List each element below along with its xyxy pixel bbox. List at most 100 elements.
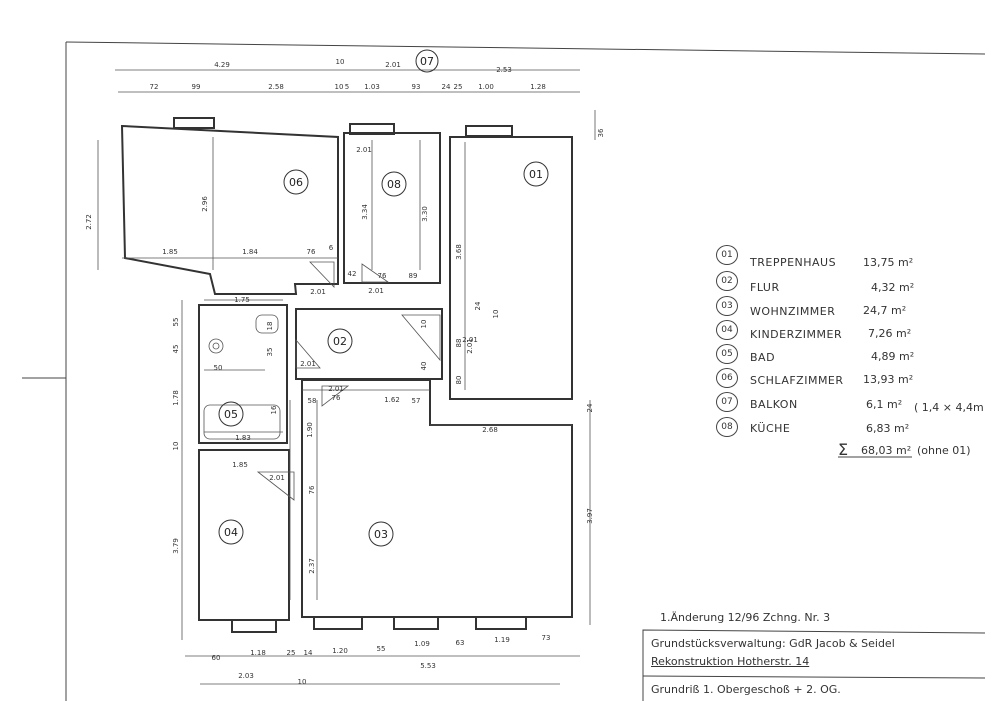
legend-area: 13,93 m² xyxy=(863,373,914,386)
dim-label: 1.18 xyxy=(250,649,266,657)
dim-label: 2.01 xyxy=(269,474,285,482)
legend-name: FLUR xyxy=(750,281,780,294)
dim-label: 5.53 xyxy=(420,662,436,670)
room-number-08: 08 xyxy=(387,178,401,191)
legend-area: 6,83 m² xyxy=(866,422,910,435)
dim-label: 2.01 xyxy=(328,385,344,393)
legend-number: 04 xyxy=(716,320,738,340)
dim-label: 2.01 xyxy=(462,336,478,344)
total-area: 68,03 m² xyxy=(861,444,912,457)
dim-label: 55 xyxy=(377,645,386,653)
dim-label: 18 xyxy=(266,322,274,331)
dim-label: 76 xyxy=(378,272,387,280)
dim-label: 76 xyxy=(307,248,316,256)
dim-label: 50 xyxy=(214,364,223,372)
dim-label: 76 xyxy=(332,394,341,402)
dim-label: 76 xyxy=(308,485,316,494)
dim-label: 1.85 xyxy=(162,248,178,256)
dim-label: 2.01 xyxy=(385,61,401,69)
dim-label: 2.96 xyxy=(201,196,209,212)
legend-name: BAD xyxy=(750,351,776,364)
room-number-07: 07 xyxy=(420,55,434,68)
title-block-frame xyxy=(642,456,986,701)
dim-label: 3.79 xyxy=(172,538,180,554)
legend-number: 02 xyxy=(716,271,738,291)
dim-label: 1.19 xyxy=(494,636,510,644)
walls xyxy=(120,117,573,633)
dim-label: 25 xyxy=(454,83,463,91)
legend-name: WOHNZIMMER xyxy=(750,305,836,318)
dim-label: 1.90 xyxy=(306,422,314,438)
room-labels xyxy=(218,49,549,547)
legend-name: KINDERZIMMER xyxy=(750,328,843,341)
legend-area: 4,89 m² xyxy=(871,350,915,363)
title-line-1: Grundstücksverwaltung: GdR Jacob & Seide… xyxy=(651,637,895,650)
room-number-05: 05 xyxy=(224,408,238,421)
dim-label: 10 xyxy=(420,320,428,329)
dim-label: 14 xyxy=(304,649,313,657)
dim-label: 3.68 xyxy=(455,244,463,260)
dim-label: 10 xyxy=(336,58,345,66)
dim-label: 93 xyxy=(412,83,421,91)
dim-label: 72 xyxy=(150,83,159,91)
legend-area: 6,1 m² xyxy=(866,398,903,411)
legend-number: 06 xyxy=(716,368,738,388)
dim-label: 24 xyxy=(442,83,451,91)
dim-label: 2.01 xyxy=(300,360,316,368)
dim-label: 3.34 xyxy=(361,204,369,220)
legend-number: 07 xyxy=(716,392,738,412)
dim-label: 40 xyxy=(420,362,428,371)
legend-number: 05 xyxy=(716,344,738,364)
room-number-04: 04 xyxy=(224,526,238,539)
dim-label: 55 xyxy=(172,318,180,327)
legend-area: 13,75 m² xyxy=(863,256,914,269)
dim-label: 80 xyxy=(455,376,463,385)
dim-label: 1.83 xyxy=(235,434,251,442)
dim-label: 3.30 xyxy=(421,206,429,222)
dim-label: 57 xyxy=(412,397,421,405)
dim-label: 89 xyxy=(409,272,418,280)
dim-label: 36 xyxy=(597,128,605,137)
dim-label: 73 xyxy=(542,634,551,642)
dim-label: 10 xyxy=(298,678,307,686)
dim-label: 2.53 xyxy=(496,66,512,74)
room-number-02: 02 xyxy=(333,335,347,348)
sum-symbol: Σ xyxy=(838,440,849,459)
dim-label: 1.28 xyxy=(530,83,546,91)
dim-label: 1.00 xyxy=(478,83,494,91)
dim-label: 2.58 xyxy=(268,83,284,91)
dim-label: 1.03 xyxy=(364,83,380,91)
dim-label: 6 xyxy=(329,244,334,252)
dim-label: 2.72 xyxy=(85,214,93,230)
total-note: (ohne 01) xyxy=(917,444,971,457)
dim-label: 10 xyxy=(492,310,500,319)
dim-label: 2.68 xyxy=(482,426,498,434)
legend-extra: ( 1,4 × 4,4m xyxy=(914,401,984,414)
dim-label: 1.78 xyxy=(172,390,180,406)
dim-label: 24 xyxy=(586,403,594,412)
dim-label: 1.62 xyxy=(384,396,400,404)
legend-name: KÜCHE xyxy=(750,422,791,435)
dim-label: 25 xyxy=(287,649,296,657)
dim-label: 1.75 xyxy=(234,296,250,304)
dim-label: 35 xyxy=(266,348,274,357)
dim-label: 58 xyxy=(308,397,317,405)
legend-number: 01 xyxy=(716,245,738,265)
dim-label: 10 xyxy=(335,83,344,91)
dim-label: 2.01 xyxy=(368,287,384,295)
legend-number: 03 xyxy=(716,296,738,316)
title-line-2: Rekonstruktion Hotherstr. 14 xyxy=(651,655,810,668)
dim-label: 10 xyxy=(172,442,180,451)
legend-area: 24,7 m² xyxy=(863,304,907,317)
dim-label: 1.84 xyxy=(242,248,258,256)
legend-area: 4,32 m² xyxy=(871,281,915,294)
inner-lines xyxy=(122,137,572,600)
dim-label: 1.09 xyxy=(414,640,430,648)
legend-name: BALKON xyxy=(750,398,798,411)
dim-label: 2.01 xyxy=(356,146,372,154)
dim-label: 45 xyxy=(172,345,180,354)
room-number-01: 01 xyxy=(529,168,543,181)
title-line-3: Grundriß 1. Obergeschoß + 2. OG. xyxy=(651,683,841,696)
room-number-06: 06 xyxy=(289,176,303,189)
